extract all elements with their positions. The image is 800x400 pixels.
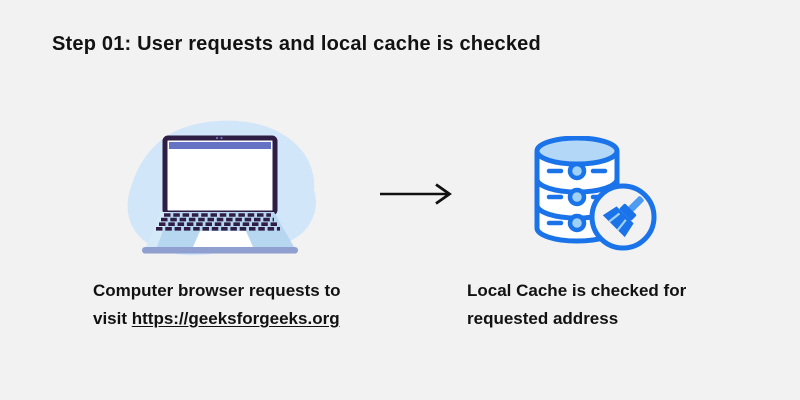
page-title: Step 01: User requests and local cache i… (52, 33, 541, 55)
laptop-trackpad (193, 231, 253, 247)
camera-dot (215, 136, 219, 140)
laptop-base-edge (142, 247, 298, 254)
right-arrow-icon (380, 183, 452, 205)
caption-cache: Local Cache is checked for requested add… (467, 277, 727, 333)
browser-toolbar (169, 142, 271, 149)
database-cache-brush-icon (534, 136, 657, 251)
caption-computer-line2-prefix: visit (93, 309, 132, 328)
laptop-browser-icon (127, 120, 316, 256)
geeksforgeeks-link[interactable]: https://geeksforgeeks.org (131, 309, 340, 328)
caption-cache-line1: Local Cache is checked for (467, 281, 687, 300)
brush-icon (602, 196, 644, 238)
database-top (534, 136, 620, 167)
caption-computer-line1: Computer browser requests to (93, 281, 341, 300)
caption-computer: Computer browser requests to visit https… (93, 277, 393, 333)
caption-computer-line2: visit https://geeksforgeeks.org (93, 305, 393, 333)
caption-cache-line2: requested address (467, 309, 619, 328)
laptop-screen-frame (162, 135, 278, 216)
keyboard-keys (156, 213, 280, 231)
camera-dot (220, 136, 223, 140)
